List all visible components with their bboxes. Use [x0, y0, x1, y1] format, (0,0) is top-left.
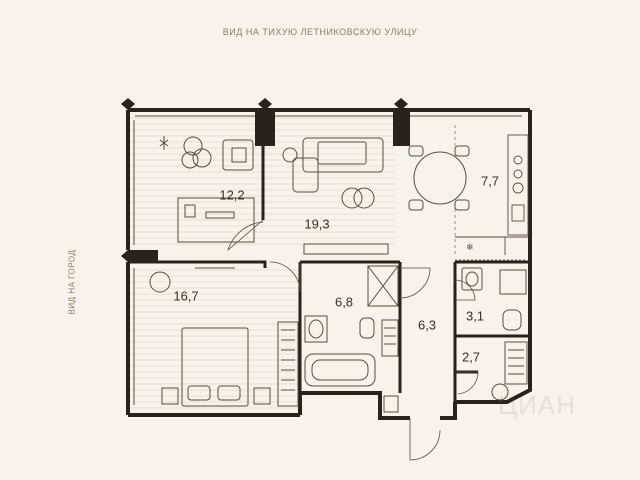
room-area-living: 19,3 — [304, 216, 330, 232]
room-area-bathroom: 6,8 — [334, 294, 354, 310]
windows — [133, 115, 522, 405]
study-furniture — [159, 136, 255, 243]
snowflake-icon: ❄ — [466, 243, 474, 253]
room-area-wc: 3,1 — [465, 308, 485, 324]
room-area-study: 12,2 — [219, 187, 245, 203]
view-caption-top: ВИД НА ТИХУЮ ЛЕТНИКОВСКУЮ УЛИЦУ — [222, 27, 418, 37]
room-area-hall: 6,3 — [417, 317, 437, 333]
doors — [227, 219, 525, 461]
outer-walls — [126, 108, 532, 420]
bedroom-furniture — [149, 267, 299, 407]
room-area-kitchen: 7,7 — [480, 173, 500, 189]
wc-fixtures — [383, 267, 528, 413]
room-area-bedroom: 16,7 — [173, 288, 199, 304]
bathroom-fixtures — [304, 265, 399, 387]
room-area-wardrobe: 2,7 — [461, 349, 481, 365]
columns — [121, 98, 410, 262]
watermark: ЦИАН — [497, 390, 576, 420]
kitchen-counter — [455, 134, 529, 255]
dining-table — [408, 145, 470, 211]
sofa — [282, 137, 389, 255]
